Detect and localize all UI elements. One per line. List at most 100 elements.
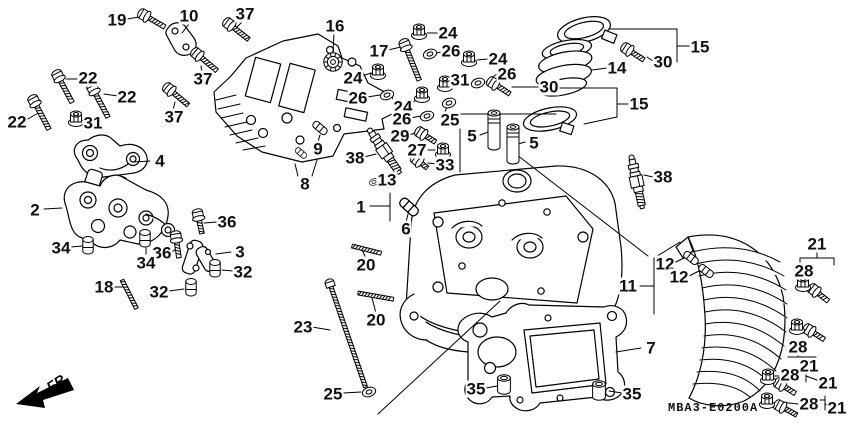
- bolt-drawing: [137, 8, 167, 30]
- callout-20: 20: [355, 255, 377, 275]
- callout-28: 28: [787, 337, 809, 357]
- washer-drawing: [419, 110, 435, 122]
- callout-28: 28: [793, 261, 815, 281]
- rubber-cap-drawing: [82, 236, 94, 255]
- callout-37: 37: [192, 69, 214, 89]
- bolt-drawing: [191, 208, 206, 235]
- callout-5: 5: [528, 133, 540, 153]
- callout-21: 21: [826, 398, 848, 418]
- callout-17: 17: [368, 41, 390, 61]
- callout-5: 5: [466, 126, 478, 146]
- callout-31: 31: [449, 70, 471, 90]
- callout-22: 22: [6, 112, 28, 132]
- dowel-pin-drawing: [312, 120, 328, 136]
- callout-35: 35: [465, 379, 487, 399]
- callout-32: 32: [148, 282, 170, 302]
- callout-19: 19: [106, 10, 128, 30]
- long-bolt-drawing: [324, 278, 368, 389]
- washer-drawing: [470, 77, 486, 89]
- callout-35: 35: [621, 384, 643, 404]
- fr-direction-arrow: [16, 378, 74, 408]
- callout-22: 22: [77, 68, 99, 88]
- flange-nut-drawing: [68, 110, 84, 127]
- callout-15: 15: [689, 37, 711, 57]
- bolt-drawing: [802, 323, 826, 342]
- callout-11: 11: [618, 276, 638, 296]
- callout-12: 12: [654, 254, 676, 274]
- callout-21: 21: [798, 356, 820, 376]
- callout-2: 2: [29, 200, 41, 220]
- callout-30: 30: [538, 77, 560, 97]
- callout-34: 34: [50, 238, 72, 258]
- flange-nut-drawing: [437, 75, 453, 92]
- callout-21: 21: [806, 234, 828, 254]
- washer-drawing: [422, 48, 438, 60]
- callout-34: 34: [135, 253, 157, 273]
- callout-7: 7: [645, 338, 657, 358]
- intake-boot-clamp-drawing: [522, 16, 618, 136]
- spark-plug-drawing: [366, 127, 403, 175]
- knock-dowel-drawing: [592, 380, 606, 401]
- callout-29: 29: [389, 126, 411, 146]
- callout-26: 26: [440, 41, 462, 61]
- stud-bolt-drawing: [351, 243, 383, 256]
- rubber-cap-drawing: [139, 229, 151, 248]
- callout-13: 13: [376, 170, 398, 190]
- callout-26: 26: [391, 109, 413, 129]
- callout-3: 3: [234, 242, 246, 262]
- callout-22: 22: [116, 87, 138, 107]
- callout-37: 37: [234, 4, 256, 24]
- callout-28: 28: [798, 394, 820, 414]
- callout-36: 36: [216, 212, 238, 232]
- dowel-pin-drawing: [683, 250, 699, 266]
- callout-26: 26: [347, 88, 369, 108]
- callout-16: 16: [324, 16, 346, 36]
- bolt-drawing: [414, 126, 438, 145]
- callout-6: 6: [400, 219, 412, 239]
- bolt-drawing: [169, 230, 184, 259]
- washer-drawing: [379, 89, 395, 101]
- callout-20: 20: [365, 310, 387, 330]
- flange-nut-drawing: [414, 86, 430, 103]
- callout-24: 24: [437, 23, 459, 43]
- callout-4: 4: [154, 151, 166, 171]
- flange-nut-drawing: [759, 392, 775, 409]
- callout-38: 38: [652, 167, 674, 187]
- bolt-drawing: [27, 94, 52, 131]
- callout-15: 15: [628, 94, 650, 114]
- bolt-drawing: [773, 399, 799, 418]
- callout-30: 30: [652, 52, 674, 72]
- rubber-cap-drawing: [209, 259, 221, 278]
- callout-37: 37: [163, 107, 185, 127]
- dowel-pin-drawing: [294, 147, 308, 159]
- bolt-drawing: [398, 38, 422, 82]
- intake-boot-14: [535, 38, 593, 97]
- callout-36: 36: [151, 243, 173, 263]
- rubber-cap-drawing: [185, 278, 197, 297]
- callout-9: 9: [312, 139, 324, 159]
- fasteners-layer: [27, 8, 831, 418]
- callout-25: 25: [439, 110, 461, 130]
- callout-18: 18: [93, 277, 115, 297]
- callout-24: 24: [487, 49, 509, 69]
- diagram-code: MBA3-E0200A: [668, 401, 759, 415]
- washer-drawing: [361, 386, 377, 398]
- callout-38: 38: [344, 148, 366, 168]
- callout-25: 25: [322, 384, 344, 404]
- dowel-pin-drawing: [698, 263, 714, 279]
- stud-bolt-drawing: [119, 278, 139, 310]
- valve-guide-drawing: [487, 109, 501, 151]
- callout-24: 24: [342, 68, 364, 88]
- callout-23: 23: [292, 317, 314, 337]
- flange-nut-drawing: [789, 318, 805, 335]
- bolt-drawing: [190, 47, 219, 73]
- flange-nut-drawing: [760, 368, 776, 385]
- callout-27: 27: [406, 140, 428, 160]
- bolt-drawing: [222, 17, 251, 42]
- bolt-drawing: [620, 42, 646, 63]
- dowel-pin-drawing: [399, 197, 419, 217]
- washer-drawing: [441, 97, 457, 109]
- callout-33: 33: [434, 155, 456, 175]
- callout-31: 31: [82, 113, 104, 133]
